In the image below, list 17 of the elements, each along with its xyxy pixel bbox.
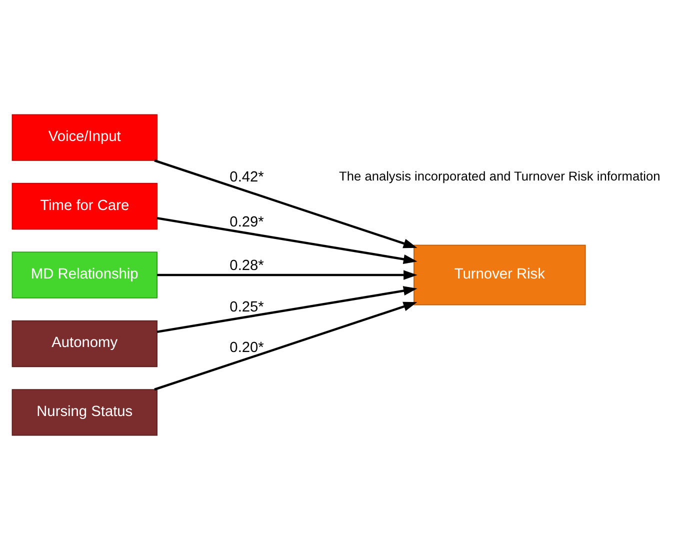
arrow [157,270,418,280]
edge-label: 0.42* [230,169,264,186]
node-box: Autonomy [12,320,158,368]
edge-label: 0.29* [230,214,264,230]
label: The analysis incorporated and Turnover Risk information [339,168,660,184]
node-box: Nursing Status [12,389,158,436]
arrow [154,302,418,391]
edge-label: 0.28* [230,258,264,274]
node-box: Time for Care [12,182,158,230]
arrow [156,217,418,264]
node-box: Voice/Input [12,114,158,161]
node-box: Turnover Risk [414,244,586,306]
edge-label: 0.20* [230,340,264,356]
edge-label: 0.25* [230,299,264,316]
node-box: MD Relationship [12,252,158,298]
arrow [156,286,418,333]
arrow [154,159,418,248]
